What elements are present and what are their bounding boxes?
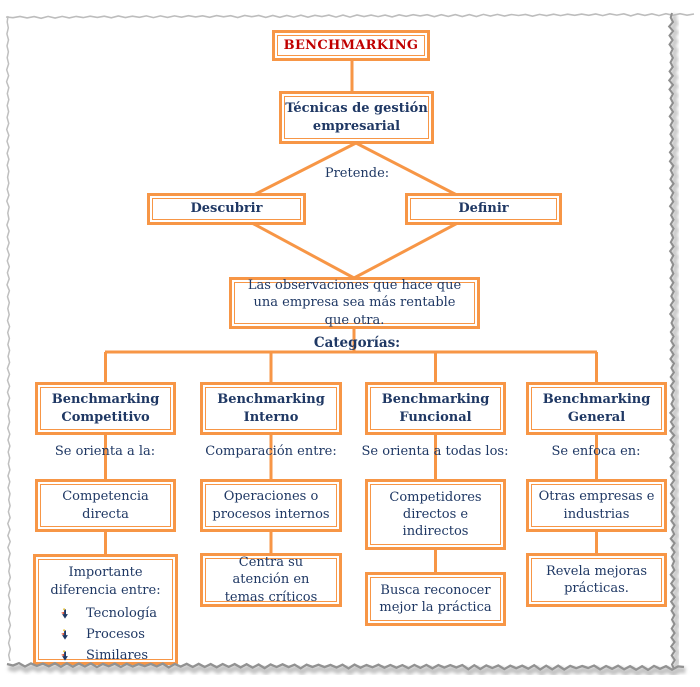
category-node-funcional: Benchmarking Funcional [365, 382, 506, 435]
connector-label-funcional: Se orienta a todas los: [361, 444, 509, 459]
intent-right-node: Definir [405, 193, 562, 225]
definition-text: Técnicas de gestión empresarial [285, 101, 428, 134]
category-node-competitivo: Benchmarking Competitivo [35, 382, 176, 435]
bullet-item: Tecnología [40, 603, 171, 624]
focus-node-general: Otras empresas e industrias [526, 479, 667, 532]
focus-text: Competidores directos e indirectos [389, 489, 482, 540]
result-node: Las observaciones que hace que una empre… [229, 277, 480, 329]
detail-node-general: Revela mejoras prácticas. [526, 553, 667, 607]
category-node-interno: Benchmarking Interno [200, 382, 342, 435]
detail-text: Revela mejoras prácticas. [545, 563, 648, 596]
root-node: BENCHMARKING [272, 30, 430, 61]
detail-title: Importante diferencia entre: [50, 565, 161, 599]
focus-text: Competencia directa [62, 489, 149, 522]
root-title: BENCHMARKING [283, 37, 419, 53]
intent-left-text: Descubrir [190, 201, 263, 217]
connector-label-competitivo: Se orienta a la: [54, 444, 156, 459]
detail-node-funcional: Busca reconocer mejor la práctica [365, 572, 506, 626]
bullet-item: Similares [40, 645, 171, 666]
focus-node-interno: Operaciones o procesos internos [200, 479, 342, 532]
focus-node-funcional: Competidores directos e indirectos [365, 479, 506, 550]
intent-right-text: Definir [458, 201, 509, 217]
bullet-text: Similares [86, 648, 149, 664]
focus-node-competitivo: Competencia directa [35, 479, 176, 532]
result-text: Las observaciones que hace que una empre… [247, 278, 462, 328]
bullet-item: Procesos [40, 624, 171, 645]
category-title: Benchmarking General [542, 392, 651, 425]
detail-node-competitivo: Importante diferencia entre: Tecnología … [33, 554, 178, 665]
focus-text: Operaciones o procesos internos [212, 489, 330, 522]
category-title: Benchmarking Interno [217, 392, 325, 425]
focus-text: Otras empresas e industrias [538, 489, 655, 522]
down-arrow-bullet-icon [61, 608, 68, 619]
categories-label: Categorías: [313, 335, 401, 351]
bullet-text: Procesos [86, 627, 145, 643]
intent-label: Pretende: [324, 166, 390, 181]
category-title: Benchmarking Funcional [381, 392, 490, 425]
bullet-text: Tecnología [86, 606, 158, 622]
intent-left-node: Descubrir [147, 193, 306, 225]
detail-text: Busca reconocer mejor la práctica [379, 582, 492, 615]
category-title: Benchmarking Competitivo [51, 392, 160, 425]
category-node-general: Benchmarking General [526, 382, 667, 435]
detail-text: Centra su atención en temas críticos [224, 555, 318, 605]
definition-node: Técnicas de gestión empresarial [279, 91, 434, 144]
connector-label-general: Se enfoca en: [551, 444, 641, 459]
down-arrow-bullet-icon [61, 650, 68, 661]
down-arrow-bullet-icon [61, 629, 68, 640]
connector-label-interno: Comparación entre: [205, 444, 337, 459]
detail-node-interno: Centra su atención en temas críticos [200, 553, 342, 607]
